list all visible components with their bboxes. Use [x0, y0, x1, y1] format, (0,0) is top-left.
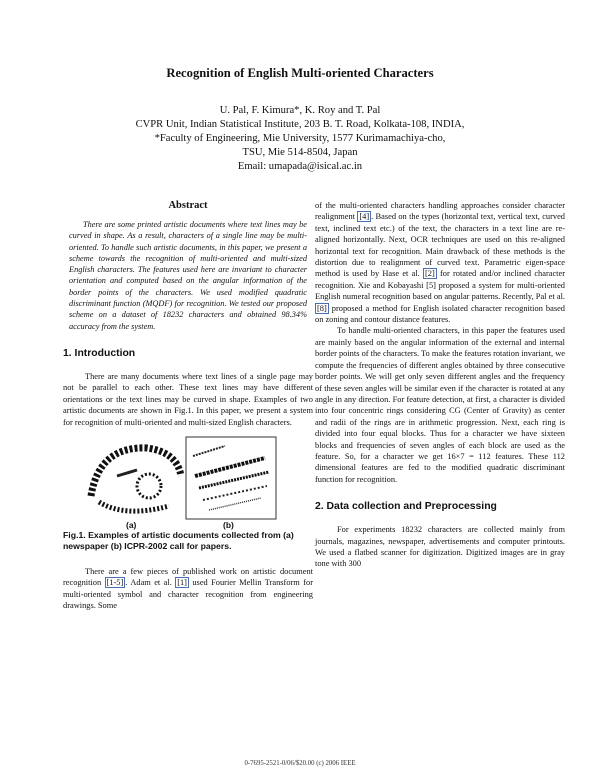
- citation-link[interactable]: [2]: [423, 268, 437, 280]
- right-p1-text-a: of the multi-oriented characters handlin…: [315, 201, 565, 222]
- section-introduction-heading: 1. Introduction: [63, 347, 136, 359]
- right-p1-text-b: . Based on the types (horizontal text, v…: [315, 212, 565, 279]
- right-column: of the multi-oriented characters handlin…: [315, 200, 565, 570]
- right-paragraph-1: of the multi-oriented characters handlin…: [315, 200, 565, 325]
- left-column: Abstract There are some printed artistic…: [63, 200, 313, 612]
- author-email: Email: umapada@isical.ac.in: [237, 161, 363, 172]
- figure-1b-image: [185, 436, 277, 520]
- figure-label-b: (b): [223, 520, 234, 530]
- right-p1-text-c: for rotated and/or inclined character re…: [315, 269, 565, 302]
- affiliation-2: *Faculty of Engineering, Mie University,…: [154, 133, 446, 144]
- author-names: U. Pal, F. Kimura*, K. Roy and T. Pal: [219, 105, 381, 116]
- intro-paragraph-2: There are a few pieces of published work…: [63, 566, 313, 612]
- abstract-heading: Abstract: [168, 200, 208, 211]
- citation-link[interactable]: [8]: [315, 302, 329, 314]
- citation-link[interactable]: [4]: [357, 211, 372, 223]
- figure-label-a: (a): [126, 520, 137, 530]
- affiliation-3: TSU, Mie 514-8504, Japan: [242, 147, 358, 158]
- author-block: U. Pal, F. Kimura*, K. Roy and T. Pal CV…: [0, 104, 600, 174]
- citation-link[interactable]: [1-5]: [104, 577, 126, 589]
- right-paragraph-3: For experiments 18232 characters are col…: [315, 525, 565, 569]
- intro-p2-text-c: used Fourier Mellin Transform for multi-…: [63, 578, 313, 611]
- intro-p2-text-a: There are a few pieces of published work…: [63, 567, 313, 588]
- figure-1a-image: [77, 436, 187, 520]
- abstract-text: There are some printed artistic document…: [69, 220, 307, 331]
- citation-link[interactable]: [1]: [175, 577, 189, 589]
- figure-caption: Fig.1. Examples of artistic documents co…: [63, 530, 294, 551]
- page-footer: 0-7695-2521-0/06/$20.00 (c) 2006 IEEE: [244, 760, 356, 767]
- section-data-collection-heading: 2. Data collection and Preprocessing: [315, 501, 497, 513]
- affiliation-1: CVPR Unit, Indian Statistical Institute,…: [135, 119, 465, 130]
- right-paragraph-2: To handle multi-oriented characters, in …: [315, 326, 565, 484]
- figure-1: (a) (b): [63, 436, 313, 530]
- paper-title: Recognition of English Multi-oriented Ch…: [166, 66, 434, 80]
- intro-p2-text-b: . Adam et al.: [125, 578, 176, 588]
- right-p1-text-d: proposed a method for English isolated c…: [315, 303, 565, 325]
- intro-paragraph-1: There are many documents where text line…: [63, 371, 313, 427]
